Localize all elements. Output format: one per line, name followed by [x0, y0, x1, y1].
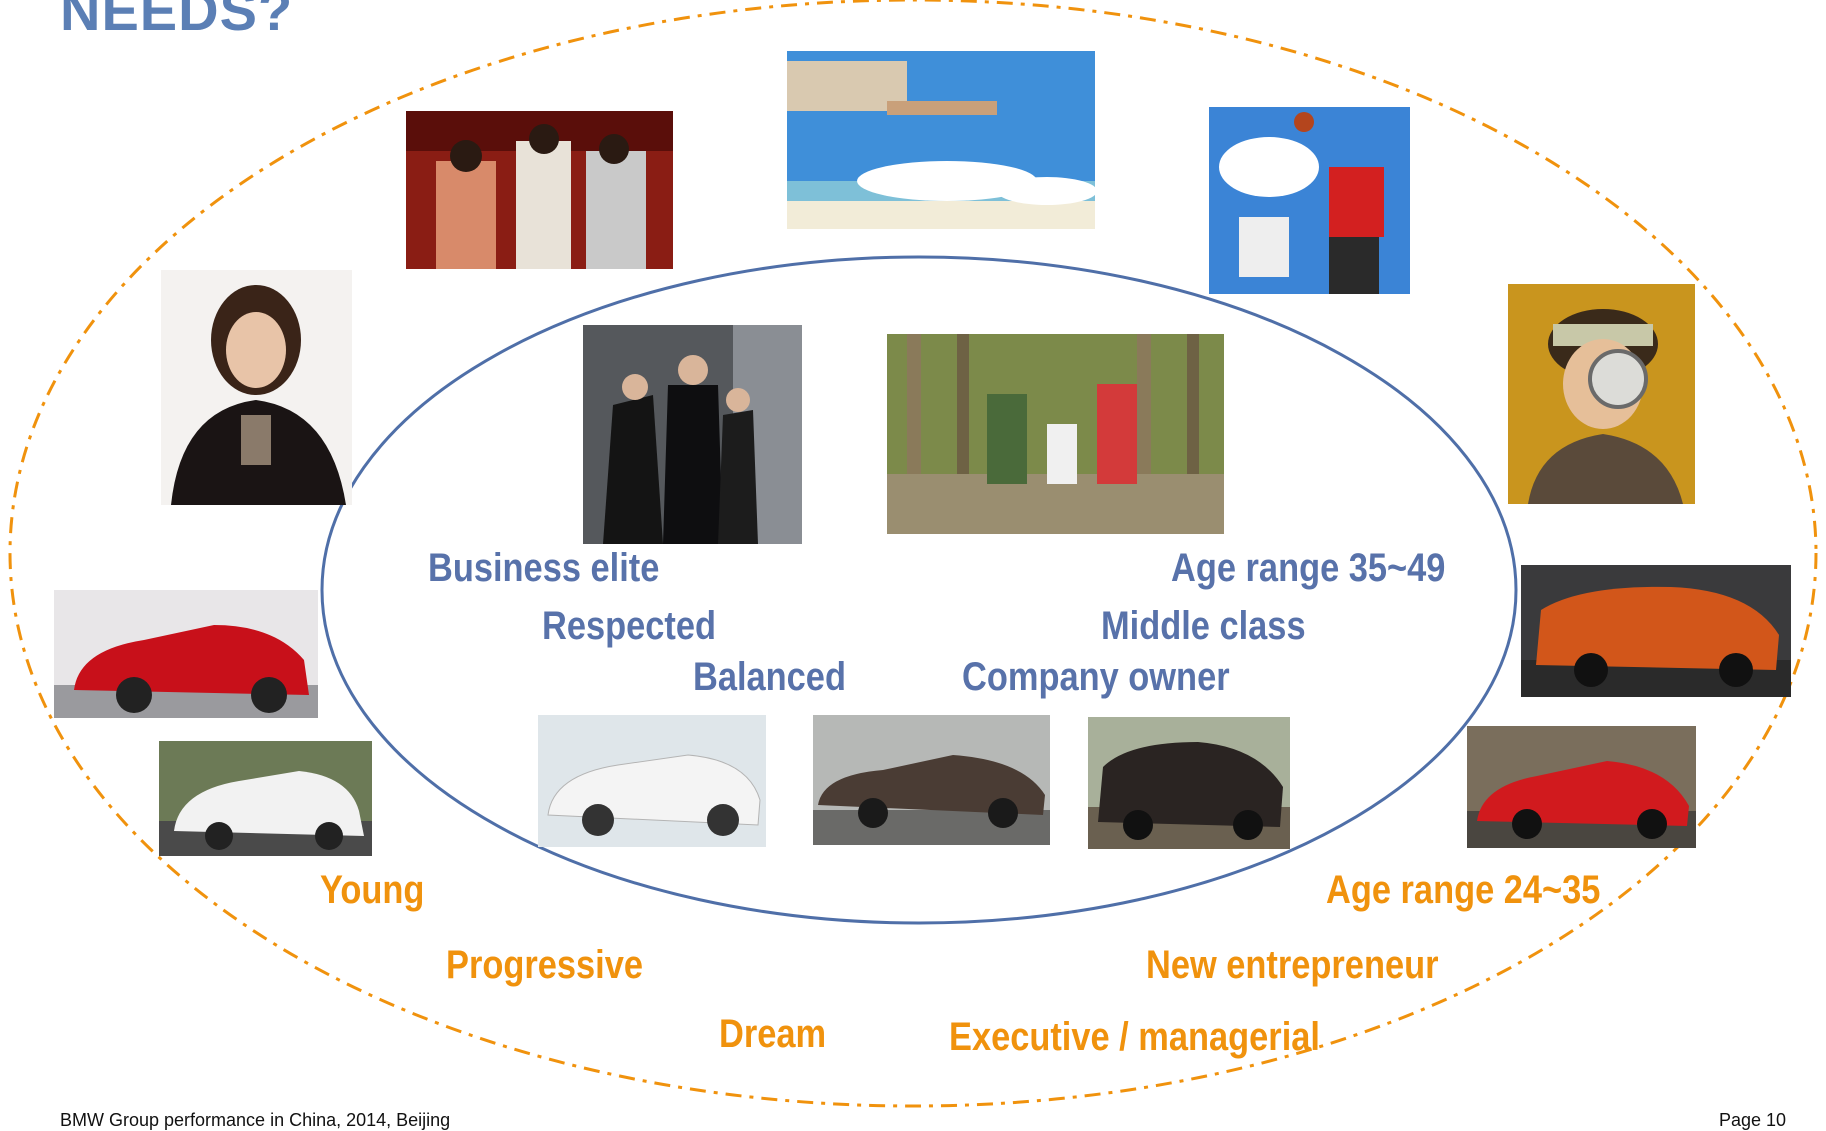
photo-white-5series — [538, 715, 766, 847]
label-dream: Dream — [719, 1012, 827, 1056]
photo-friends-toast — [406, 111, 673, 269]
footer-page-number: Page 10 — [1718, 1110, 1786, 1130]
label-respected: Respected — [542, 604, 716, 648]
footer-source: BMW Group performance in China, 2014, Be… — [60, 1110, 451, 1130]
label-middle-class: Middle class — [1101, 604, 1306, 648]
label-progressive: Progressive — [446, 943, 643, 987]
label-age-range-35-49: Age range 35~49 — [1171, 546, 1446, 590]
photo-grey-7series — [813, 715, 1050, 845]
photo-x5-suv — [1088, 717, 1290, 849]
photo-magnifier-girl — [1508, 284, 1695, 504]
page-title: NEEDS? — [60, 0, 294, 42]
photo-woman-portrait — [161, 270, 352, 505]
label-company-owner: Company owner — [962, 655, 1230, 699]
photo-beach-jump — [787, 51, 1095, 229]
outer-dashed-ellipse — [8, 0, 1818, 1108]
label-balanced: Balanced — [693, 655, 846, 699]
label-new-entrepreneur: New entrepreneur — [1146, 943, 1439, 987]
inner-ellipse — [320, 255, 1518, 925]
label-business-elite: Business elite — [428, 546, 660, 590]
photo-basketball — [1209, 107, 1410, 294]
photo-red-coupe — [1467, 726, 1696, 848]
photo-business-team — [583, 325, 802, 544]
photo-red-hatchback — [54, 590, 318, 718]
photo-orange-x1 — [1521, 565, 1791, 697]
label-young: Young — [320, 868, 425, 912]
photo-white-gran-turismo — [159, 741, 372, 856]
label-age-range-24-35: Age range 24~35 — [1326, 868, 1601, 912]
photo-family-forest — [887, 334, 1224, 534]
label-executive-managerial: Executive / managerial — [949, 1015, 1320, 1059]
